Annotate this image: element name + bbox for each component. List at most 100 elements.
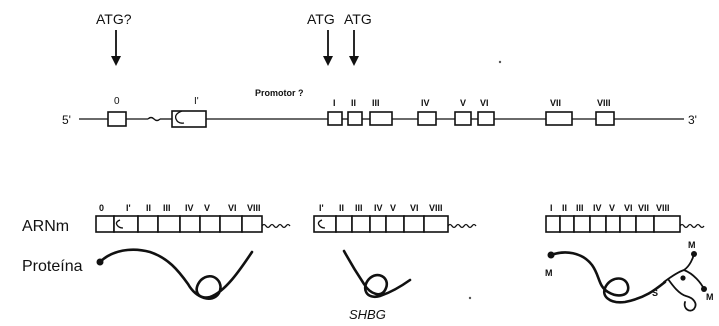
protein3-sugar-dot-2 [701,286,707,292]
mrna3-label-1: II [562,203,567,213]
protein2-chain [342,249,412,299]
exon-IV-box [417,111,437,126]
protein-row-label: Proteína [22,258,83,275]
mrna2-label-6: VIII [429,203,443,213]
mrna1-label-4: IV [185,203,194,213]
mrna1-exon-1prime [113,215,139,233]
exon-III-label: III [372,98,380,108]
atg-label-2: ATG [307,11,335,27]
mrna3-label-4: V [609,203,615,213]
mrna3-label-2: III [576,203,584,213]
mrna3-label-5: VI [624,203,633,213]
mrna1-exon-0 [95,215,115,233]
three-prime-label: 3' [688,113,697,127]
exon-V-box [454,111,472,126]
exon-IV-label: IV [421,98,430,108]
mrna2-exon-1prime [313,215,337,233]
mrna1-label-0: 0 [99,203,104,213]
mrna1-label-2: II [146,203,151,213]
mrna3-exon-VIII [653,215,681,233]
mrna3-label-3: IV [593,203,602,213]
mrna2-exon-VIII [423,215,449,233]
mrna3-label-0: I [550,203,553,213]
exon-I-label: I [333,98,336,108]
protein3-m-label-2: M [688,240,696,250]
protein3-m-label-1: M [545,268,553,278]
exon-V-label: V [460,98,466,108]
mrna2-exon-II [335,215,353,233]
mrna3-exon-I [545,215,561,233]
promoter-label: Promotor ? [255,88,304,98]
mrna1-polya-tail [261,223,291,229]
exon-VIII-box [595,111,615,126]
mrna2-exon-III [351,215,371,233]
mrna1-exon-VIII [241,215,263,233]
atg-arrow-2-head [323,56,333,66]
mrna2-label-4: V [390,203,396,213]
gene-small-wave [147,116,161,122]
mrna2-label-2: III [355,203,363,213]
exon-VIII-label: VIII [597,98,611,108]
mrna1-hook [115,219,124,229]
caption-shbg: SHBG [349,307,386,322]
mrna1-label-3: III [163,203,171,213]
protein3-chain [549,251,667,304]
atg-arrow-3-head [349,56,359,66]
protein3-s-label: S [652,288,658,298]
mrna3-exon-III [573,215,591,233]
mrna2-label-1: II [339,203,344,213]
mrna3-exon-VII [635,215,655,233]
mrna3-exon-IV [589,215,607,233]
protein3-sugar-dot-1 [691,251,697,257]
five-prime-label: 5' [62,113,71,127]
mrna3-exon-II [559,215,575,233]
exon-II-label: II [351,98,356,108]
mrna2-label-0: I' [319,203,324,213]
mrna1-label-6: VI [228,203,237,213]
mrna1-exon-VI [219,215,243,233]
mrna1-exon-V [199,215,221,233]
exon-III-box [369,111,393,126]
speckle-1 [498,60,502,64]
atg-label-3: ATG [344,11,372,27]
mrna-row-label: ARNm [22,218,69,235]
protein3-sugar-dot-3 [680,275,686,281]
exon-1prime-label: I' [194,96,199,107]
protein3-end-dot [547,251,555,259]
exon-VII-label: VII [550,98,561,108]
mrna1-exon-IV [179,215,201,233]
mrna2-hook [317,219,326,229]
mrna1-exon-III [157,215,181,233]
protein1-end-dot [96,258,104,266]
protein1-chain [98,248,254,300]
exon-II-box [347,111,363,126]
exon-0-label: 0 [114,96,120,107]
mrna2-exon-IV [369,215,387,233]
mrna1-label-7: VIII [247,203,261,213]
protein3-m-label-3: M [706,292,714,302]
mrna3-label-7: VIII [656,203,670,213]
speckle-2 [468,296,472,300]
protein3-sugar-branch [663,253,705,312]
exon-VI-box [477,111,495,126]
mrna2-polya-tail [447,223,477,229]
exon-1prime-hook [174,110,185,124]
mrna3-exon-V [605,215,621,233]
mrna3-exon-VI [619,215,637,233]
mrna3-label-6: VII [638,203,649,213]
exon-0-box [107,111,127,127]
mrna1-exon-II [137,215,159,233]
exon-VII-box [545,111,573,126]
mrna1-label-5: V [204,203,210,213]
mrna2-exon-V [385,215,405,233]
mrna2-label-5: VI [410,203,419,213]
atg-label-1: ATG? [96,11,132,27]
exon-I-box [327,111,343,126]
atg-arrow-1-head [111,56,121,66]
mrna3-polya-tail [679,223,705,229]
exon-VI-label: VI [480,98,489,108]
mrna2-label-3: IV [374,203,383,213]
mrna1-label-1: I' [126,203,131,213]
mrna2-exon-VI [403,215,425,233]
